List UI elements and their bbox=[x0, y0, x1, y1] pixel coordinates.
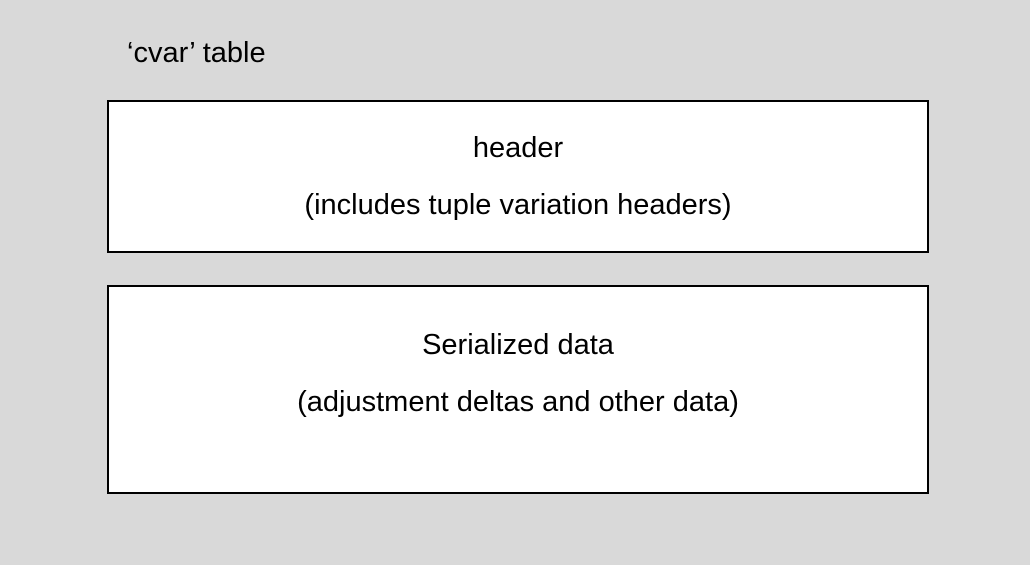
diagram-title: ‘cvar’ table bbox=[127, 37, 266, 69]
serialized-data-box-title: Serialized data bbox=[422, 329, 614, 361]
header-box-title: header bbox=[472, 131, 564, 164]
serialized-data-box-subtitle: (adjustment deltas and other data) bbox=[297, 386, 739, 418]
header-box-subtitle: (includes tuple variation headers) bbox=[304, 188, 732, 221]
serialized-data-box: Serialized data (adjustment deltas and o… bbox=[107, 285, 929, 494]
header-box: header (includes tuple variation headers… bbox=[107, 100, 929, 253]
